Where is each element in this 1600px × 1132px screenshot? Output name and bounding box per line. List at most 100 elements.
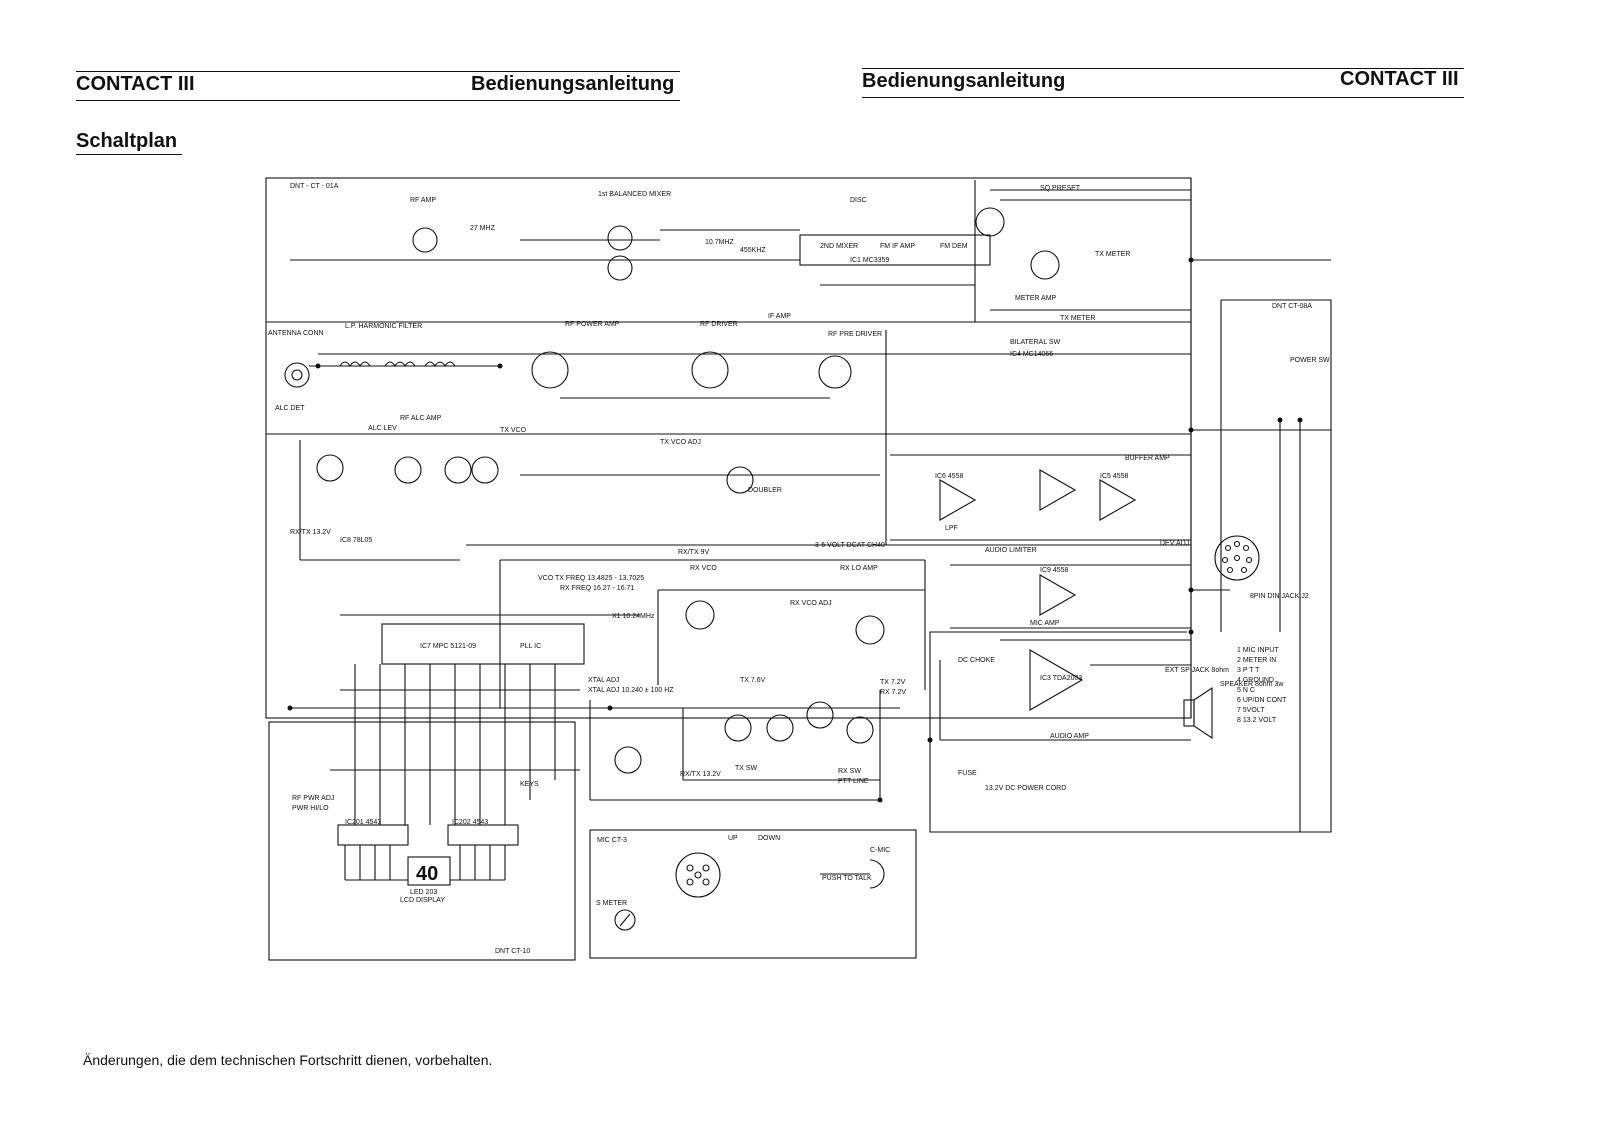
ic-mc3359 xyxy=(799,234,991,266)
label-vco-tx-freq: VCO TX FREQ 13.4825 - 13.7025 xyxy=(538,575,644,582)
block-dc-power-cord: 13.2V DC POWER CORD xyxy=(985,785,1066,792)
block-din-jack: 8PIN DIN JACK J2 xyxy=(1250,593,1309,600)
block-mic-amp: MIC AMP xyxy=(1030,620,1060,627)
block-lp-filter: L.P. HARMONIC FILTER xyxy=(345,323,422,330)
label-rx-freq: RX FREQ 16.27 - 16.71 xyxy=(560,585,634,592)
block-buffer-amp: BUFFER AMP xyxy=(1125,455,1170,462)
block-pll-ic: PLL IC xyxy=(520,643,541,650)
block-alc-det: ALC DET xyxy=(275,405,305,412)
ic-label-ic4: IC4 MC14066 xyxy=(1010,351,1053,358)
label-rx-tx-13v: RX/TX 13.2V xyxy=(680,771,721,778)
block-rf-power-amp: RF POWER AMP xyxy=(565,321,620,328)
block-rx-sw: RX SW xyxy=(838,768,861,775)
section-title-underline xyxy=(76,154,182,155)
label-rx-tx-13v-2: RX/TX 13.2V xyxy=(290,529,331,536)
board-label-ct10: DNT CT-10 xyxy=(495,948,530,955)
block-doubler: DOUBLER xyxy=(748,487,782,494)
block-disc: DISC xyxy=(850,197,867,204)
ic-label-led203: LED 203 xyxy=(410,889,437,896)
footer-note: Änderungen, die dem technischen Fortschr… xyxy=(83,1052,493,1068)
block-antenna-conn: ANTENNA CONN xyxy=(268,330,324,337)
label-2nd-mixer: 2ND MIXER xyxy=(820,243,858,250)
label-tx-7-2v: TX 7.2V xyxy=(880,679,906,686)
block-audio-limiter: AUDIO LIMITER xyxy=(985,547,1037,554)
board-outline-right xyxy=(929,299,1332,833)
block-push-to-talk: PUSH TO TALK xyxy=(822,875,872,882)
block-c-mic: C-MIC xyxy=(870,847,890,854)
label-fm-if-amp: FM IF AMP xyxy=(880,243,915,250)
pin-legend-7: 7 5VOLT xyxy=(1237,707,1265,714)
header-rule-top-left xyxy=(76,71,680,72)
block-tx-vco: TX VCO xyxy=(500,427,527,434)
board-label-ct08a: DNT CT-08A xyxy=(1272,303,1312,310)
board-label-ct3: MIC CT-3 xyxy=(597,837,627,844)
block-rf-amp: RF AMP xyxy=(410,197,436,204)
block-if-amp: IF AMP xyxy=(768,313,791,320)
block-balanced-mixer: 1st BALANCED MIXER xyxy=(598,191,671,198)
label-fm-dem: FM DEM xyxy=(940,243,968,250)
block-speaker: SPEAKER 8ohm 3w xyxy=(1220,681,1284,688)
ic-label-ic9: IC9 4558 xyxy=(1040,567,1069,574)
board-outline-main xyxy=(265,177,1192,719)
block-dev-adj: DEV ADJ xyxy=(1160,540,1189,547)
header-title-left: Bedienungsanleitung xyxy=(471,73,675,95)
header-rule-bottom-left xyxy=(76,100,680,101)
block-fuse: FUSE xyxy=(958,770,977,777)
block-dc-choke: DC CHOKE xyxy=(958,657,995,664)
block-ptt-line: PTT LINE xyxy=(838,778,869,785)
ic-label-ic5: IC5 4558 xyxy=(1100,473,1129,480)
label-tx-7-6v: TX 7.6V xyxy=(740,677,766,684)
block-rx-lo-amp: RX LO AMP xyxy=(840,565,878,572)
block-rx-vco: RX VCO xyxy=(690,565,717,572)
block-tx-sw: TX SW xyxy=(735,765,758,772)
pin-legend-4: 4 GROUND xyxy=(1237,677,1274,684)
pin-legend-8: 8 13.2 VOLT xyxy=(1237,717,1277,724)
pin-legend-2: 2 METER IN xyxy=(1237,657,1276,664)
board-outline-display xyxy=(268,721,576,961)
label-rx-tx-9v: RX/TX 9V xyxy=(678,549,709,556)
ic-display-driver-1 xyxy=(337,824,409,846)
section-title: Schaltplan xyxy=(76,130,178,152)
label-10-7mhz: 10.7MHZ xyxy=(705,239,735,246)
header-rule-top-right xyxy=(862,68,1464,69)
label-27mhz: 27 MHZ xyxy=(470,225,496,232)
label-rf-pwr-adj: RF PWR ADJ xyxy=(292,795,334,802)
ic-label-ic202: IC202 4543 xyxy=(452,819,488,826)
label-dcat: 3-5 VOLT DCAT CH40 xyxy=(815,542,885,549)
header-title-right: Bedienungsanleitung xyxy=(862,70,1066,92)
block-xtal-adj: XTAL ADJ xyxy=(588,677,620,684)
block-meter-amp: METER AMP xyxy=(1015,295,1057,302)
block-keys: KEYS xyxy=(520,781,539,788)
ic-label-tda2003: IC3 TDA2003 xyxy=(1040,675,1082,682)
block-rf-pre-driver: RF PRE DRIVER xyxy=(828,331,882,338)
ic-label-ic201: IC201 4543 xyxy=(345,819,381,826)
block-lcd-display: LCD DISPLAY xyxy=(400,897,445,904)
label-down: DOWN xyxy=(758,835,780,842)
block-alc-lev: ALC LEV xyxy=(368,425,397,432)
label-rx-7-2v: RX 7.2V xyxy=(880,689,906,696)
block-audio-amp: AUDIO AMP xyxy=(1050,733,1089,740)
label-up: UP xyxy=(728,835,738,842)
label-pwr-hi-lo: PWR HI/LO xyxy=(292,805,329,812)
lcd-display xyxy=(407,856,451,886)
label-xtal-value: XTAL ADJ 10.240 ± 100 HZ xyxy=(588,687,674,694)
pin-legend-3: 3 P T T xyxy=(1237,667,1260,674)
block-lpf: LPF xyxy=(945,525,958,532)
pin-legend-1: 1 MIC INPUT xyxy=(1237,647,1279,654)
header-model-left: CONTACT III xyxy=(76,73,195,95)
board-label-ct01a: DNT - CT - 01A xyxy=(290,183,339,190)
header-model-right: CONTACT III xyxy=(1340,68,1459,90)
pin-legend-6: 6 UP/DN CONT xyxy=(1237,697,1287,704)
header-rule-bottom-right xyxy=(862,97,1464,98)
block-rx-vco-adj: RX VCO ADJ xyxy=(790,600,832,607)
block-rf-alc-amp: RF ALC AMP xyxy=(400,415,442,422)
block-rf-meter: TX METER xyxy=(1060,315,1095,322)
block-ext-sp-jack: EXT SP JACK 8ohm xyxy=(1165,667,1229,674)
pin-legend-5: 5 N C xyxy=(1237,687,1255,694)
ic-label-ic6: IC6 4558 xyxy=(935,473,964,480)
ic-label-mc3359: IC1 MC3359 xyxy=(850,257,889,264)
ic-pll xyxy=(381,623,585,665)
block-s-meter: S METER xyxy=(596,900,627,907)
block-tx-meter: TX METER xyxy=(1095,251,1130,258)
